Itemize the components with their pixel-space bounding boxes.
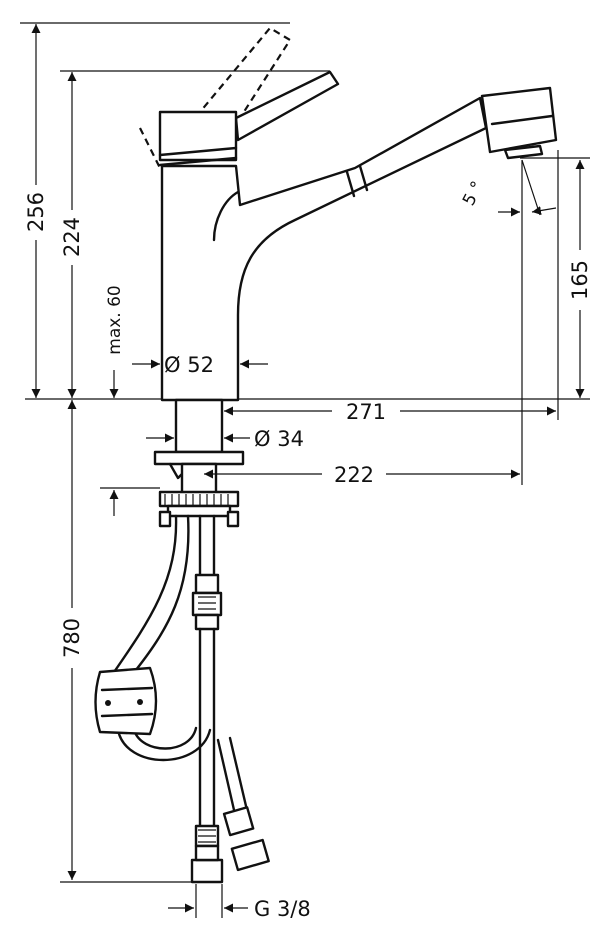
dimension-lines <box>31 24 585 913</box>
hoses <box>94 514 270 884</box>
dim-reach: 271 <box>346 400 386 424</box>
dim-spout-height: 165 <box>568 260 592 300</box>
dim-shank-diameter: Ø 34 <box>254 427 304 451</box>
mounting-assembly <box>153 398 245 528</box>
lever-handle <box>234 70 340 142</box>
connector-left <box>190 858 224 884</box>
dim-lever-height: 224 <box>60 217 84 257</box>
mounting-plate <box>153 450 245 466</box>
hose-weight <box>94 666 158 736</box>
dim-spray-angle: 5 ° <box>459 178 488 209</box>
reference-lines <box>20 22 590 918</box>
faucet-body <box>139 26 558 402</box>
connector-right <box>230 838 270 872</box>
dim-connection-thread: G 3/8 <box>254 897 311 921</box>
lever-cap <box>158 110 238 162</box>
dim-body-diameter: Ø 52 <box>164 353 214 377</box>
dim-hose-length: 780 <box>60 618 84 658</box>
dim-total-height: 256 <box>24 192 48 232</box>
dim-spray-reach: 222 <box>334 463 374 487</box>
spout-body <box>160 96 488 402</box>
dim-max-deck-thickness: max. 60 <box>105 285 125 354</box>
